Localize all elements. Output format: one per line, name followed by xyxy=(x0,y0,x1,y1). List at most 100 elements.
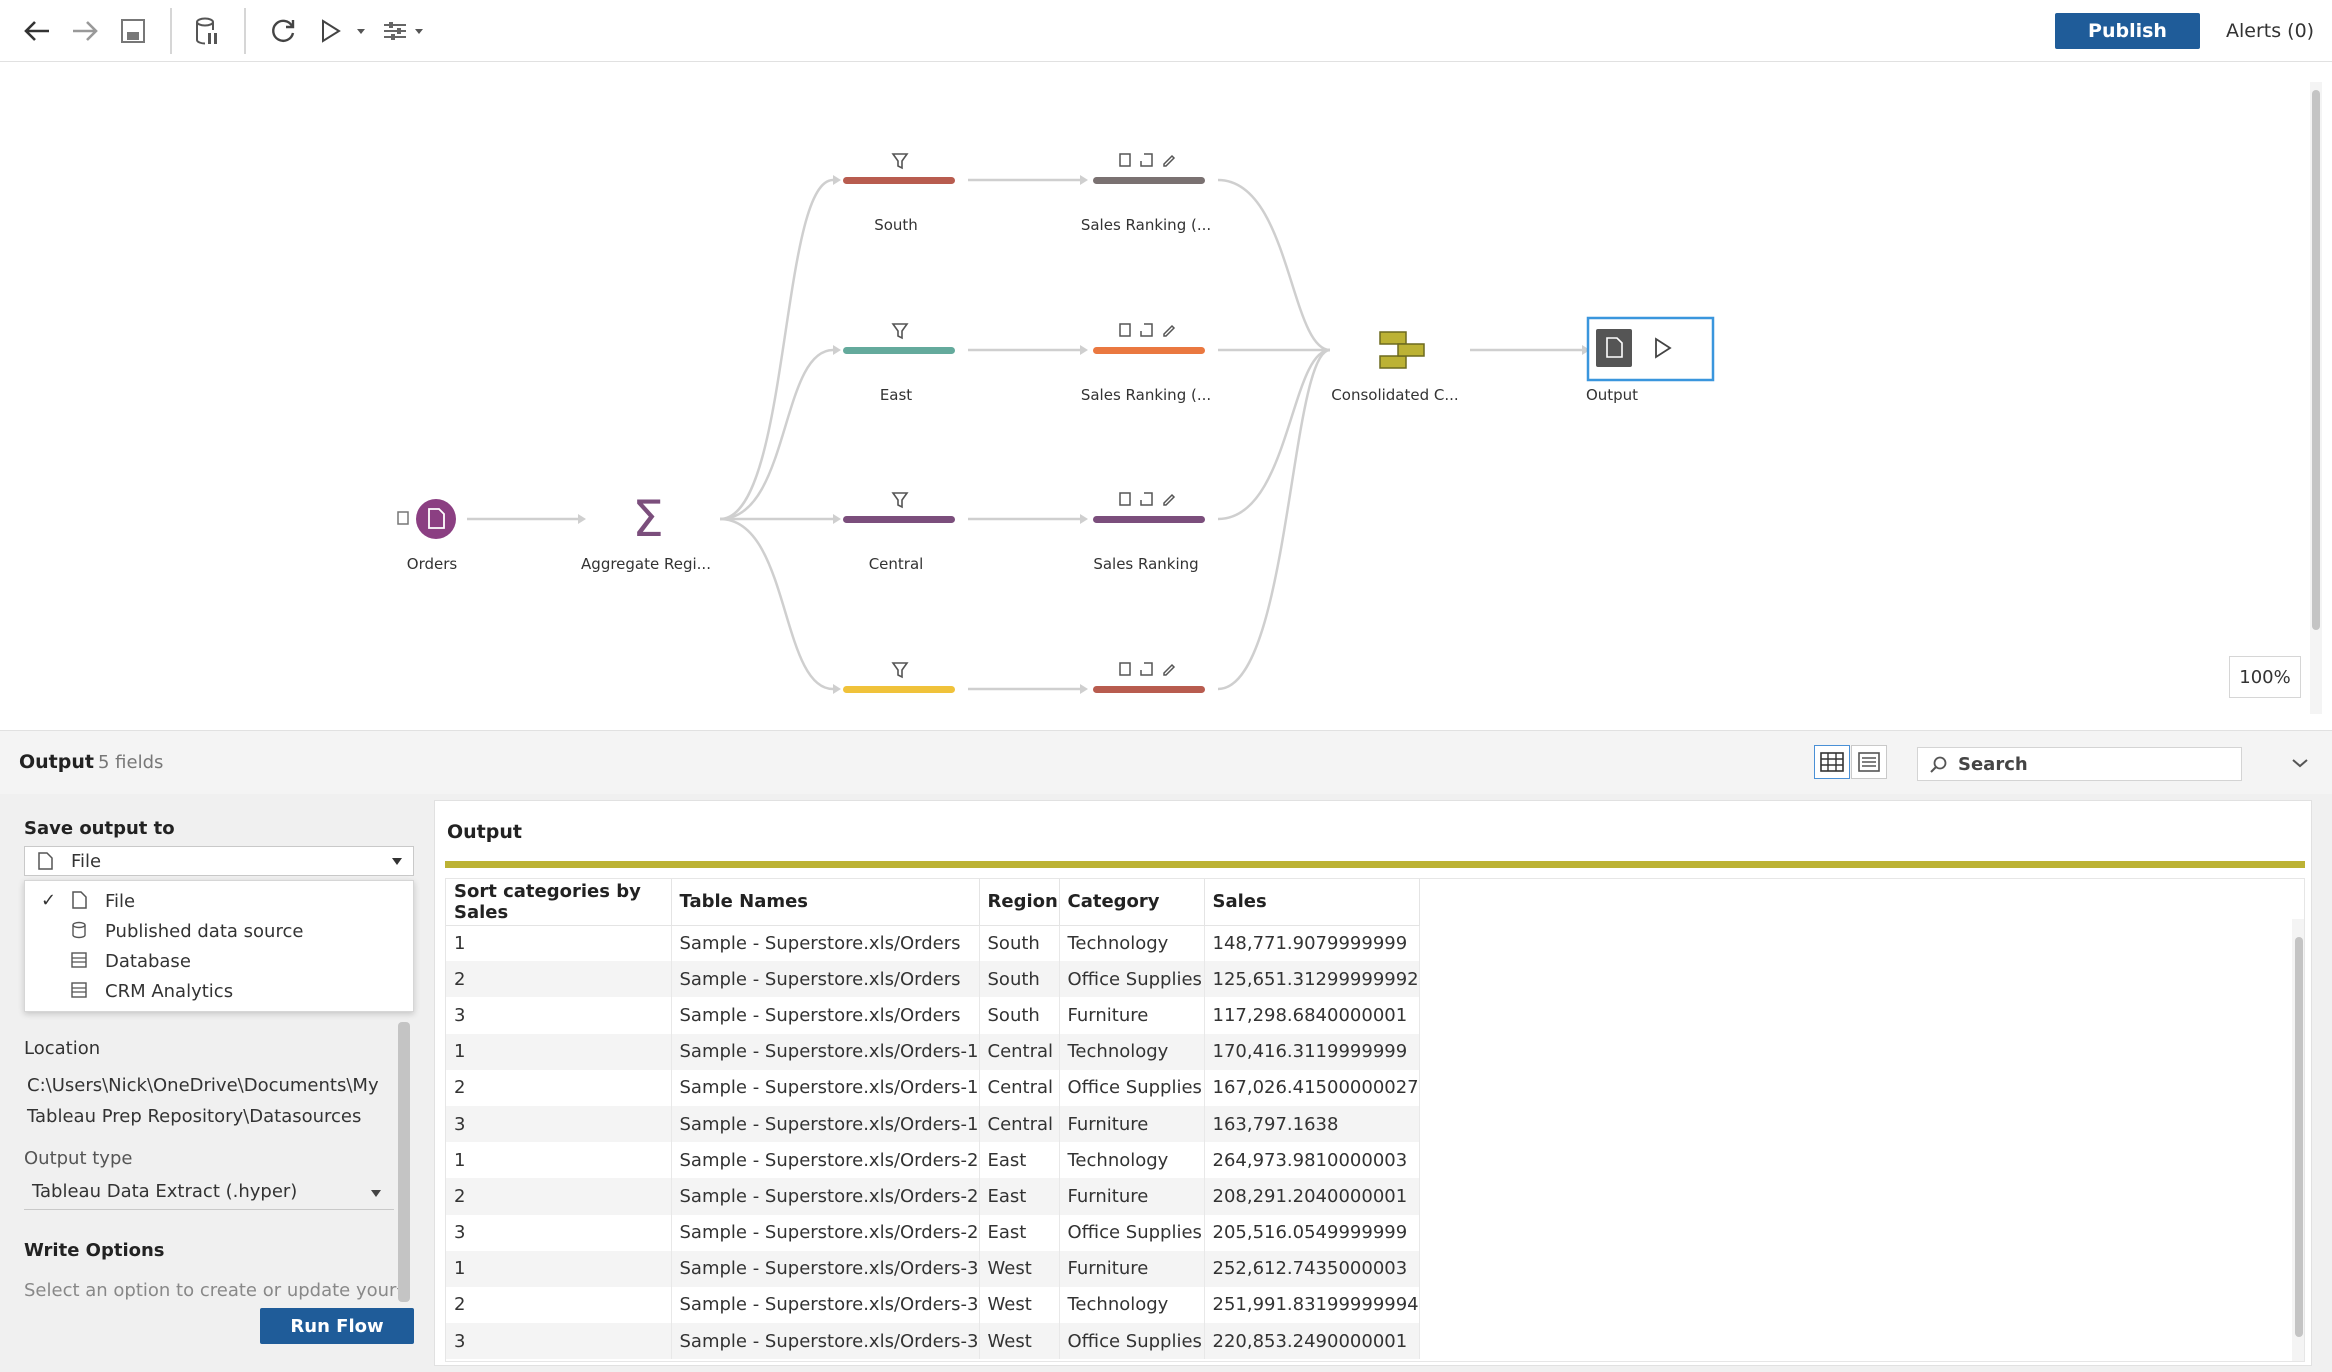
zoom-level[interactable]: 100% xyxy=(2229,656,2301,698)
menu-item-crm-analytics[interactable]: CRM Analytics xyxy=(25,977,413,1007)
node-label-south[interactable]: South xyxy=(874,216,918,234)
table-cell: East xyxy=(979,1178,1060,1215)
table-cell: Furniture xyxy=(1059,1105,1205,1143)
run-dropdown-chevron-icon[interactable] xyxy=(352,14,370,48)
table-cell: Office Supplies xyxy=(1059,961,1205,998)
menu-item-published-data-source[interactable]: Published data source xyxy=(25,917,413,947)
table-cell: Central xyxy=(979,1105,1060,1143)
table-cell: Technology xyxy=(1059,925,1205,962)
aggregate-sigma-icon: Σ xyxy=(632,490,664,548)
run-play-icon[interactable] xyxy=(314,14,348,48)
save-output-select[interactable]: File xyxy=(24,846,414,876)
column-header[interactable]: Category xyxy=(1059,879,1205,926)
table-cell: Office Supplies xyxy=(1059,1323,1205,1360)
settings-scrollbar[interactable] xyxy=(398,1022,410,1302)
union-node-icon xyxy=(1379,331,1425,369)
search-input[interactable] xyxy=(1958,752,2228,776)
write-options-value: Select an option to create or update you… xyxy=(24,1280,397,1301)
menu-item-label: Database xyxy=(105,951,191,972)
table-cell: Office Supplies xyxy=(1059,1069,1205,1106)
list-view-toggle[interactable] xyxy=(1851,745,1887,779)
canvas-scrollbar[interactable] xyxy=(2310,82,2322,714)
flow-options-icon[interactable] xyxy=(378,14,412,48)
output-type-label: Output type xyxy=(24,1148,133,1169)
forward-arrow-icon[interactable] xyxy=(68,14,102,48)
location-label: Location xyxy=(24,1038,101,1059)
back-arrow-icon[interactable] xyxy=(20,14,54,48)
ranking-step-icons xyxy=(1119,153,1176,676)
table-cell: 170,416.3119999999 xyxy=(1204,1033,1420,1070)
search-field[interactable] xyxy=(1917,747,2242,781)
table-cell: Central xyxy=(979,1069,1060,1106)
table-cell: South xyxy=(979,925,1060,962)
table-cell: 3 xyxy=(446,1323,672,1360)
refresh-icon[interactable] xyxy=(266,14,300,48)
table-cell: 1 xyxy=(446,925,672,962)
selected-output-option: File xyxy=(71,851,102,872)
output-type-select[interactable]: Tableau Data Extract (.hyper) xyxy=(24,1176,394,1210)
collapse-chevron-icon[interactable] xyxy=(2288,751,2312,775)
table-cell: 148,771.9079999999 xyxy=(1204,925,1420,962)
menu-item-database[interactable]: Database xyxy=(25,947,413,977)
toolbar-separator xyxy=(244,8,246,54)
table-cell: Office Supplies xyxy=(1059,1214,1205,1251)
menu-item-file[interactable]: ✓ File xyxy=(25,887,413,917)
alerts-link[interactable]: Alerts (0) xyxy=(2226,20,2315,42)
node-label-aggregate[interactable]: Aggregate Regi... xyxy=(581,555,711,573)
file-icon xyxy=(72,891,87,909)
column-header[interactable]: Sort categories by Sales xyxy=(446,879,672,926)
node-label-orders[interactable]: Orders xyxy=(406,555,458,573)
data-pause-icon[interactable] xyxy=(190,14,224,48)
table-cell: 3 xyxy=(446,997,672,1034)
node-label-output[interactable]: Output xyxy=(1585,386,1639,404)
table-cell: 264,973.9810000003 xyxy=(1204,1142,1420,1179)
filter-icons xyxy=(891,153,909,679)
column-header[interactable]: Region xyxy=(979,879,1060,926)
table-cell: Technology xyxy=(1059,1286,1205,1324)
table-cell: West xyxy=(979,1323,1060,1360)
table-view-toggle[interactable] xyxy=(1814,745,1850,779)
write-options-select[interactable]: Select an option to create or update you… xyxy=(24,1278,414,1308)
node-label-central[interactable]: Central xyxy=(868,555,924,573)
column-header[interactable]: Table Names xyxy=(671,879,980,926)
canvas-scroll-thumb[interactable] xyxy=(2312,90,2320,630)
node-label-rank-central[interactable]: Sales Ranking xyxy=(1093,555,1199,573)
table-scroll-thumb[interactable] xyxy=(2295,937,2303,1337)
crm-analytics-icon xyxy=(71,982,87,998)
table-cell: 1 xyxy=(446,1142,672,1179)
node-label-union[interactable]: Consolidated C... xyxy=(1331,386,1459,404)
table-cell: Central xyxy=(979,1033,1060,1070)
location-path[interactable]: C:\Users\Nick\OneDrive\Documents\My Tabl… xyxy=(27,1075,379,1127)
save-icon[interactable] xyxy=(116,14,150,48)
flow-canvas[interactable]: Σ xyxy=(0,62,2332,730)
table-cell: 251,991.83199999994 xyxy=(1204,1286,1420,1324)
column-header[interactable]: Sales xyxy=(1204,879,1420,926)
node-label-east[interactable]: East xyxy=(879,386,913,404)
node-label-rank-south[interactable]: Sales Ranking (... xyxy=(1080,216,1212,234)
options-dropdown-chevron-icon[interactable] xyxy=(410,14,428,48)
top-toolbar: Publish Alerts (0) xyxy=(0,0,2332,62)
node-label-rank-east[interactable]: Sales Ranking (... xyxy=(1080,386,1212,404)
table-cell: Sample - Superstore.xls/Orders xyxy=(671,925,980,962)
run-flow-button[interactable]: Run Flow xyxy=(260,1308,414,1344)
publish-button[interactable]: Publish xyxy=(2055,13,2200,49)
table-cell: 2 xyxy=(446,1286,672,1324)
file-icon xyxy=(38,852,53,870)
orders-input-node xyxy=(397,499,456,539)
table-cell: Sample - Superstore.xls/Orders-2 xyxy=(671,1142,980,1179)
table-scrollbar[interactable] xyxy=(2292,919,2304,1361)
chevron-down-icon xyxy=(392,858,402,865)
